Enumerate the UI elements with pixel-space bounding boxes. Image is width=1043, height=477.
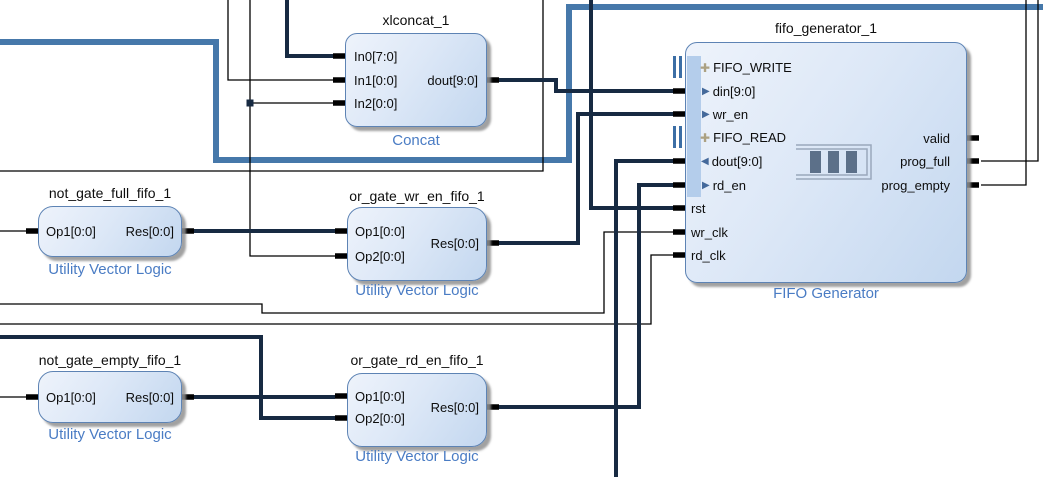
port-fifo-read[interactable]: ✚ FIFO_READ (700, 130, 787, 145)
net-dout-down[interactable] (614, 159, 673, 477)
port-res[interactable]: Res[0:0] (430, 400, 479, 415)
port-rst[interactable]: rst (691, 201, 706, 216)
net-thin-left[interactable] (0, 0, 544, 172)
block-type-label-or-gate-rd-en: Utility Vector Logic (355, 448, 479, 465)
port-wr-en[interactable]: ▶ wr_en (702, 107, 749, 122)
fifo-write-interface-pin-icon[interactable] (673, 56, 682, 78)
port-op1[interactable]: Op1[0:0] (355, 224, 405, 239)
block-title-fifo: fifo_generator_1 (775, 20, 877, 36)
port-rd-en[interactable]: ▶ rd_en (702, 178, 746, 193)
port-wr-clk[interactable]: wr_clk (691, 225, 728, 240)
wire-junction (246, 99, 254, 107)
net-dout-din[interactable] (499, 78, 673, 93)
fifo-icon (796, 144, 872, 180)
block-xlconcat[interactable]: In0[7:0] In1[0:0] In2[0:0] dout[9:0] (345, 33, 487, 127)
port-din[interactable]: ▶ din[9:0] (702, 84, 756, 99)
output-arrow-icon: ◀ (701, 156, 709, 167)
block-not-gate-empty[interactable]: Op1[0:0] Res[0:0] (38, 371, 182, 423)
block-fifo-generator[interactable]: ✚ FIFO_WRITE ▶ din[9:0] ▶ wr_en ✚ FIFO_R… (685, 42, 967, 283)
expand-plus-icon[interactable]: ✚ (700, 61, 711, 75)
block-type-label-concat: Concat (392, 132, 440, 149)
block-title-xlconcat: xlconcat_1 (382, 12, 450, 28)
block-type-label-not-gate-full: Utility Vector Logic (48, 261, 172, 278)
port-rd-clk[interactable]: rd_clk (691, 248, 726, 263)
port-res[interactable]: Res[0:0] (125, 224, 174, 239)
block-or-gate-rd-en[interactable]: Op1[0:0] Op2[0:0] Res[0:0] (347, 373, 487, 447)
port-res[interactable]: Res[0:0] (430, 236, 479, 251)
block-or-gate-wr-en[interactable]: Op1[0:0] Op2[0:0] Res[0:0] (347, 207, 487, 281)
block-not-gate-full[interactable]: Op1[0:0] Res[0:0] (38, 206, 182, 257)
input-arrow-icon: ▶ (702, 86, 710, 97)
block-title-or-gate-rd-en: or_gate_rd_en_fifo_1 (350, 352, 484, 368)
port-op2[interactable]: Op2[0:0] (355, 249, 405, 264)
block-title-not-gate-empty: not_gate_empty_fifo_1 (38, 352, 182, 368)
block-title-not-gate-full: not_gate_full_fifo_1 (48, 185, 172, 201)
block-type-label-or-gate-wr-en: Utility Vector Logic (355, 282, 479, 299)
net-wr-en[interactable] (499, 112, 673, 245)
port-fifo-dout[interactable]: ◀ dout[9:0] (701, 154, 763, 169)
block-title-or-gate-wr-en: or_gate_wr_en_fifo_1 (349, 188, 485, 204)
interface-group-highlight (687, 56, 701, 197)
port-op1[interactable]: Op1[0:0] (355, 389, 405, 404)
net-rst[interactable] (589, 0, 673, 210)
port-in0[interactable]: In0[7:0] (354, 49, 398, 64)
block-type-label-fifo: FIFO Generator (773, 285, 879, 302)
port-res[interactable]: Res[0:0] (125, 390, 174, 405)
net-op2-rd-feed[interactable] (0, 335, 335, 420)
input-arrow-icon: ▶ (702, 180, 710, 191)
net-interface-blue[interactable] (0, 4, 1043, 163)
port-prog-full[interactable]: prog_full (900, 154, 950, 169)
port-dout[interactable]: dout[9:0] (427, 73, 478, 88)
port-in2[interactable]: In2[0:0] (354, 96, 398, 111)
port-prog-empty[interactable]: prog_empty (881, 178, 950, 193)
net-rd-clk[interactable] (0, 254, 673, 325)
block-type-label-not-gate-empty: Utility Vector Logic (48, 426, 172, 443)
net-prog-empty[interactable] (981, 0, 1027, 186)
port-op2[interactable]: Op2[0:0] (355, 411, 405, 426)
net-in0[interactable] (285, 0, 333, 58)
net-prog-full[interactable] (981, 0, 1039, 162)
net-in1[interactable] (227, 0, 333, 81)
fifo-read-interface-pin-icon[interactable] (673, 126, 682, 148)
net-in2-op2[interactable] (249, 0, 335, 257)
port-op1[interactable]: Op1[0:0] (46, 390, 96, 405)
net-rd-en[interactable] (499, 183, 673, 409)
port-fifo-write[interactable]: ✚ FIFO_WRITE (700, 60, 792, 75)
input-arrow-icon: ▶ (702, 109, 710, 120)
port-op1[interactable]: Op1[0:0] (46, 224, 96, 239)
expand-plus-icon[interactable]: ✚ (700, 131, 711, 145)
port-valid[interactable]: valid (923, 131, 950, 146)
port-in1[interactable]: In1[0:0] (354, 73, 398, 88)
